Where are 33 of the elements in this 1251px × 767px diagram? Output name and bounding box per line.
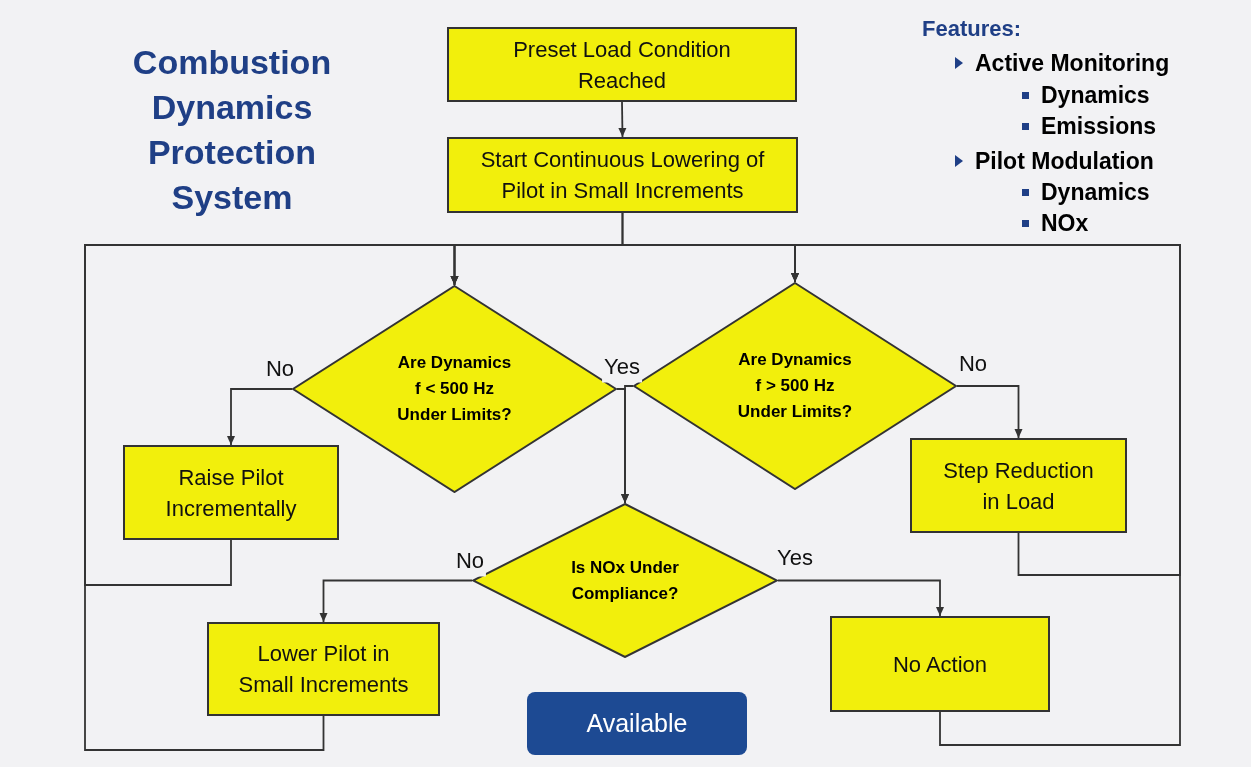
arrow (84, 244, 459, 751)
arrow (956, 385, 1023, 439)
arrow (621, 385, 634, 504)
feature-item: NOx (1041, 209, 1089, 238)
node-text: No Action (892, 650, 988, 679)
feature-item: Active Monitoring (975, 49, 1170, 78)
feature-item: Dynamics (1041, 81, 1150, 110)
node-text: Is NOx Under Compliance? (570, 556, 680, 605)
node-text: Are Dynamics f < 500 Hz Under Limits? (396, 352, 513, 426)
arrow (319, 579, 473, 623)
node-text: Raise Pilot Incrementally (164, 463, 298, 523)
node-text: Are Dynamics f > 500 Hz Under Limits? (736, 349, 854, 423)
node-text: Available (586, 707, 688, 739)
features-heading: Features: (922, 15, 1022, 43)
process-box (447, 137, 798, 213)
status-badge (527, 692, 747, 755)
feature-item: Dynamics (1041, 178, 1150, 207)
process-box (123, 445, 339, 540)
node-text: Lower Pilot in Small Increments (237, 640, 410, 699)
feature-item: Emissions (1041, 112, 1157, 141)
title: Combustion Dynamics Protection System (131, 42, 333, 218)
node-text: Preset Load Condition Reached (512, 35, 732, 95)
process-box (447, 27, 797, 102)
feature-item: Pilot Modulation (975, 147, 1154, 176)
arrow (618, 101, 627, 138)
node-text: Start Continuous Lowering of Pilot in Small Increments (479, 146, 766, 205)
process-box (207, 622, 440, 716)
process-box (910, 438, 1127, 533)
node-text: Step Reduction in Load (942, 456, 1095, 516)
arrow (227, 388, 293, 446)
arrow (777, 579, 944, 617)
arrow (791, 244, 1181, 746)
process-box (830, 616, 1050, 712)
